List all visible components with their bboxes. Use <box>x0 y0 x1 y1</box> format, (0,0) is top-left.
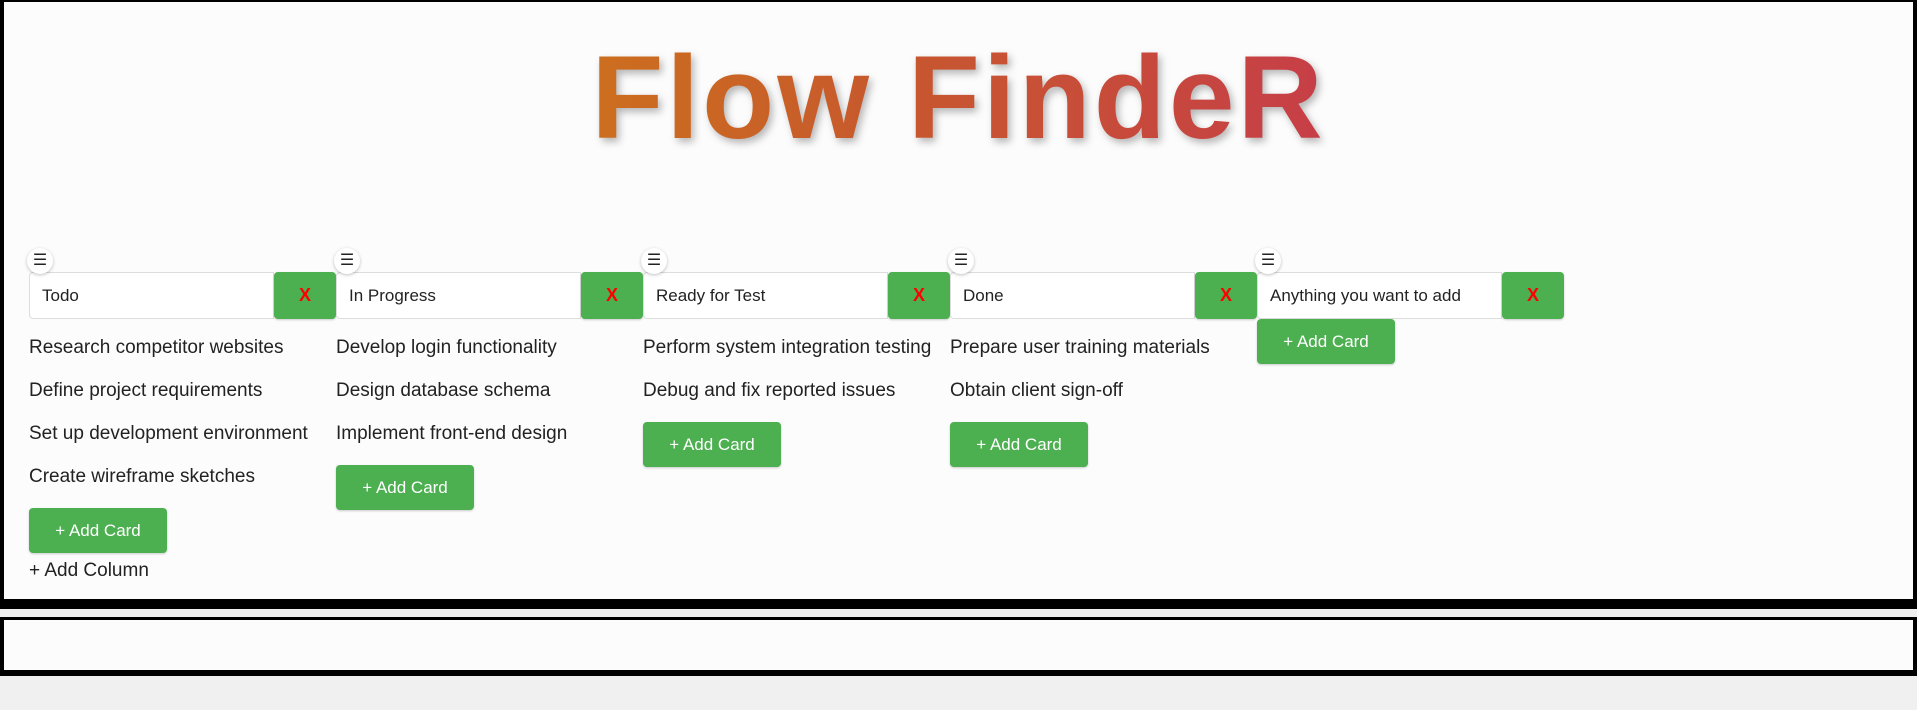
column-done: ☰ X Prepare user training materials Obta… <box>948 248 1257 467</box>
card-list: + Add Card <box>1257 319 1564 364</box>
card-list: Prepare user training materials Obtain c… <box>950 337 1257 467</box>
delete-column-button[interactable]: X <box>1502 272 1564 319</box>
add-card-button[interactable]: + Add Card <box>643 422 781 467</box>
column-header: X <box>1257 272 1564 319</box>
app-title: Flow FindeR <box>0 28 1917 170</box>
add-card-button[interactable]: + Add Card <box>950 422 1088 467</box>
card[interactable]: Perform system integration testing <box>643 337 932 358</box>
drag-handle-icon[interactable]: ☰ <box>334 248 360 274</box>
card-list: Perform system integration testing Debug… <box>643 337 950 467</box>
card[interactable]: Design database schema <box>336 380 551 401</box>
card[interactable]: Prepare user training materials <box>950 337 1210 358</box>
drag-handle-icon[interactable]: ☰ <box>948 248 974 274</box>
column-title-input[interactable] <box>336 272 581 319</box>
card[interactable]: Debug and fix reported issues <box>643 380 896 401</box>
card-list: Develop login functionality Design datab… <box>336 337 643 510</box>
column-header: X <box>336 272 643 319</box>
delete-column-button[interactable]: X <box>274 272 336 319</box>
drag-handle-icon[interactable]: ☰ <box>641 248 667 274</box>
card[interactable]: Research competitor websites <box>29 337 284 358</box>
column-header: X <box>643 272 950 319</box>
add-card-button[interactable]: + Add Card <box>336 465 474 510</box>
column-title-input[interactable] <box>29 272 274 319</box>
drag-handle-icon[interactable]: ☰ <box>1255 248 1281 274</box>
kanban-board: ☰ X Research competitor websites Define … <box>27 248 1564 553</box>
drag-handle-icon[interactable]: ☰ <box>27 248 53 274</box>
card[interactable]: Set up development environment <box>29 423 308 444</box>
card[interactable]: Implement front-end design <box>336 423 568 444</box>
column-title-input[interactable] <box>643 272 888 319</box>
column-in-progress: ☰ X Develop login functionality Design d… <box>334 248 643 510</box>
card[interactable]: Create wireframe sketches <box>29 466 255 487</box>
column-ready-for-test: ☰ X Perform system integration testing D… <box>641 248 950 467</box>
card[interactable]: Obtain client sign-off <box>950 380 1123 401</box>
add-column-link[interactable]: + Add Column <box>29 560 149 581</box>
column-anything-you-want-to-add: ☰ X + Add Card <box>1255 248 1564 364</box>
delete-column-button[interactable]: X <box>888 272 950 319</box>
card[interactable]: Develop login functionality <box>336 337 557 358</box>
delete-column-button[interactable]: X <box>581 272 643 319</box>
column-todo: ☰ X Research competitor websites Define … <box>27 248 336 553</box>
column-title-input[interactable] <box>1257 272 1502 319</box>
secondary-frame <box>0 617 1917 676</box>
column-header: X <box>29 272 336 319</box>
delete-column-button[interactable]: X <box>1195 272 1257 319</box>
column-header: X <box>950 272 1257 319</box>
add-card-button[interactable]: + Add Card <box>1257 319 1395 364</box>
column-title-input[interactable] <box>950 272 1195 319</box>
card-list: Research competitor websites Define proj… <box>29 337 336 553</box>
card[interactable]: Define project requirements <box>29 380 263 401</box>
add-card-button[interactable]: + Add Card <box>29 508 167 553</box>
